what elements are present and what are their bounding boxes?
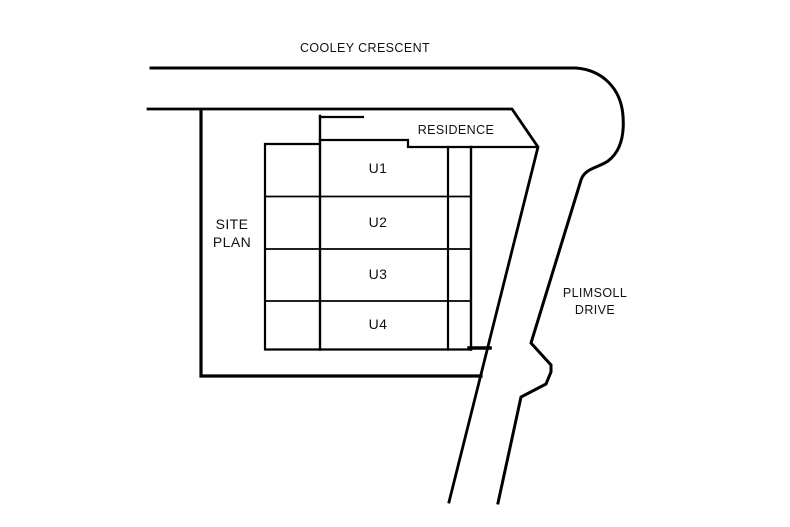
road-label-plimsoll: PLIMSOLL: [563, 286, 627, 300]
unit-label-u2: U2: [369, 214, 388, 230]
road-label-drive: DRIVE: [575, 303, 615, 317]
building-outline-west: [263, 142, 473, 351]
parcel-label-residence: RESIDENCE: [418, 123, 495, 137]
site-boundary: [199, 108, 483, 378]
title-label-plan: PLAN: [213, 234, 251, 250]
road-label-cooley-crescent: COOLEY CRESCENT: [300, 41, 430, 55]
unit-label-u1: U1: [369, 160, 388, 176]
road-edge-inner-and-plimsoll-west: [146, 107, 540, 504]
residence-parcel-bottom-line: [318, 138, 539, 149]
unit-label-u3: U3: [369, 266, 388, 282]
unit-label-u4: U4: [369, 316, 388, 332]
title-label-site: SITE: [216, 216, 249, 232]
road-edge-cooley-and-plimsoll-east: [149, 66, 625, 505]
